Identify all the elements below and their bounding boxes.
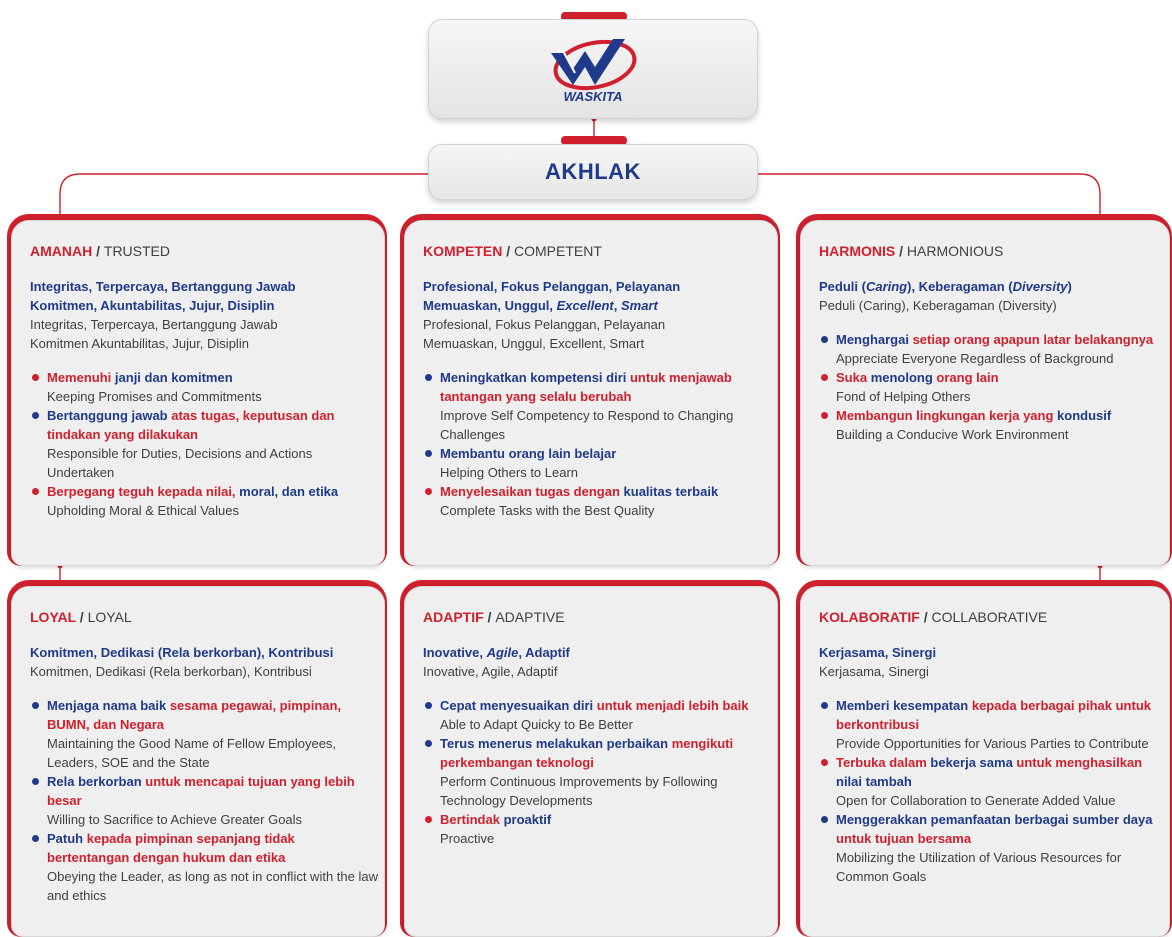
logo-box: WASKITA: [428, 19, 758, 119]
list-item: Rela berkorban untuk mencapai tujuan yan…: [30, 772, 378, 829]
card-adaptif: ADAPTIF / ADAPTIVE Inovative, Agile, Ada…: [400, 580, 780, 937]
list-item: Berpegang teguh kepada nilai, moral, dan…: [30, 482, 378, 520]
subtitle-en: Komitmen, Dedikasi (Rela berkorban), Kon…: [30, 664, 312, 679]
subtitle-id: Kerjasama, Sinergi: [819, 645, 937, 660]
logo-cap: [561, 12, 627, 21]
card-kolaboratif: KOLABORATIF / COLLABORATIVE Kerjasama, S…: [796, 580, 1172, 937]
list-item: Menggerakkan pemanfaatan berbagai sumber…: [819, 810, 1163, 886]
card-title: LOYAL / LOYAL: [30, 609, 132, 625]
subtitle-en: Memuaskan, Unggul, Excellent, Smart: [423, 336, 645, 351]
subtitle-id: Komitmen, Dedikasi (Rela berkorban), Kon…: [30, 645, 334, 660]
subtitle-en: Peduli (Caring), Keberagaman (Diversity): [819, 298, 1057, 313]
waskita-logo: WASKITA: [551, 39, 637, 104]
logo-text: WASKITA: [564, 89, 623, 104]
list-item: Bertanggung jawab atas tugas, keputusan …: [30, 406, 378, 482]
subtitle-en: Profesional, Fokus Pelanggan, Pelayanan: [423, 317, 666, 332]
list-item: Menjaga nama baik sesama pegawai, pimpin…: [30, 696, 378, 772]
card-loyal: LOYAL / LOYAL Komitmen, Dedikasi (Rela b…: [7, 580, 387, 937]
card-kompeten: KOMPETEN / COMPETENT Profesional, Fokus …: [400, 214, 780, 566]
card-title: HARMONIS / HARMONIOUS: [819, 243, 1004, 259]
subtitle-id: Integritas, Terpercaya, Bertanggung Jawa…: [30, 279, 296, 294]
subtitle-id: Komitmen, Akuntabilitas, Jujur, Disiplin: [30, 298, 275, 313]
list-item: Menyelesaikan tugas dengan kualitas terb…: [423, 482, 771, 520]
list-item: Menghargai setiap orang apapun latar bel…: [819, 330, 1163, 368]
list-item: Patuh kepada pimpinan sepanjang tidak be…: [30, 829, 378, 905]
subtitle-id: Inovative, Agile, Adaptif: [423, 645, 570, 660]
root-label: AKHLAK: [545, 159, 641, 184]
list-item: Meningkatkan kompetensi diri untuk menja…: [423, 368, 771, 444]
card-amanah: AMANAH / TRUSTED Integritas, Terpercaya,…: [7, 214, 387, 566]
list-item: Memberi kesempatan kepada berbagai pihak…: [819, 696, 1163, 753]
list-item: Terbuka dalam bekerja sama untuk menghas…: [819, 753, 1163, 810]
card-harmonis: HARMONIS / HARMONIOUS Peduli (Caring), K…: [796, 214, 1172, 566]
list-item: Terus menerus melakukan perbaikan mengik…: [423, 734, 771, 810]
list-item: Membangun lingkungan kerja yang kondusif…: [819, 406, 1163, 444]
akhlak-cap: [561, 136, 627, 145]
subtitle-en: Komitmen Akuntabilitas, Jujur, Disiplin: [30, 336, 249, 351]
subtitle-id: Memuaskan, Unggul, Excellent, Smart: [423, 298, 658, 313]
card-title: KOLABORATIF / COLLABORATIVE: [819, 609, 1048, 625]
card-title: AMANAH / TRUSTED: [30, 243, 171, 259]
card-title: ADAPTIF / ADAPTIVE: [423, 609, 565, 625]
subtitle-en: Integritas, Terpercaya, Bertanggung Jawa…: [30, 317, 278, 332]
root-node: AKHLAK: [428, 144, 758, 200]
card-title: KOMPETEN / COMPETENT: [423, 243, 602, 259]
subtitle-id: Profesional, Fokus Pelanggan, Pelayanan: [423, 279, 681, 294]
subtitle-en: Inovative, Agile, Adaptif: [423, 664, 558, 679]
list-item: Cepat menyesuaikan diri untuk menjadi le…: [423, 696, 771, 734]
subtitle-en: Kerjasama, Sinergi: [819, 664, 929, 679]
subtitle-id: Peduli (Caring), Keberagaman (Diversity): [819, 279, 1072, 294]
